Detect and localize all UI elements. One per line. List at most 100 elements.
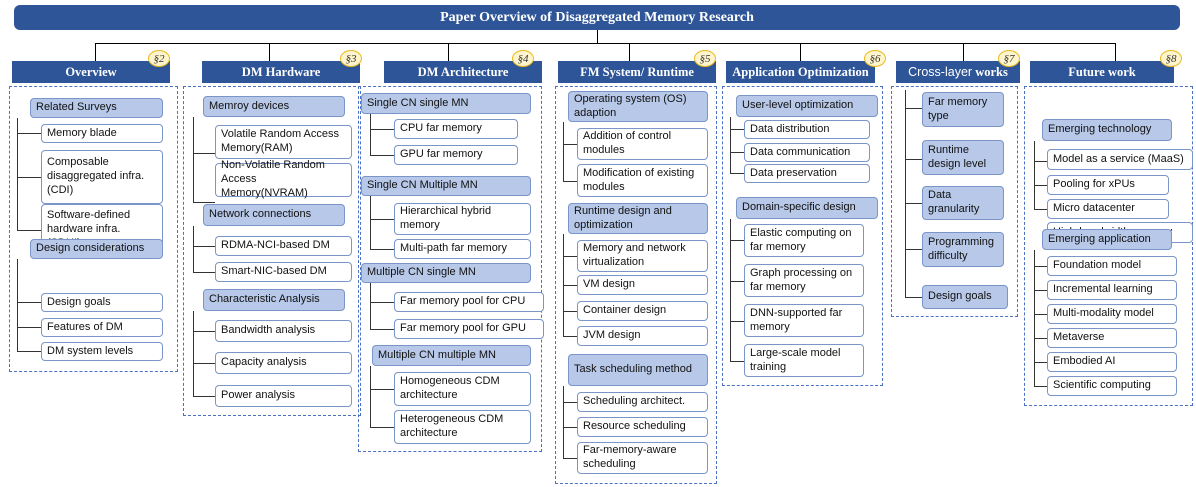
leaf-node: Large-scale model training <box>744 344 864 377</box>
category-node: Characteristic Analysis <box>203 289 345 311</box>
leaf-node: Composable disaggregated infra. (CDI) <box>41 150 163 204</box>
column-heading-future: Future work <box>1030 61 1174 83</box>
leaf-node: Model as a service (MaaS) <box>1047 149 1193 170</box>
category-node: Network connections <box>203 204 345 226</box>
section-badge-future: §8 <box>1160 50 1182 67</box>
category-node: Far memory type <box>922 92 1004 127</box>
category-node: Emerging technology <box>1042 119 1172 141</box>
connector <box>370 389 394 390</box>
connector <box>370 219 394 220</box>
connector <box>370 366 371 427</box>
column-heading-system: FM System/ Runtime <box>558 61 716 83</box>
connector <box>1034 338 1047 339</box>
connector <box>193 202 215 203</box>
leaf-node: Design goals <box>41 293 163 312</box>
panel-overview <box>9 86 178 372</box>
connector <box>730 219 731 361</box>
connector <box>730 361 744 362</box>
connector <box>370 196 371 249</box>
connector <box>193 311 194 396</box>
connector <box>17 302 41 303</box>
connector <box>193 396 215 397</box>
leaf-node: Micro datacenter <box>1047 199 1169 219</box>
leaf-node: Foundation model <box>1047 256 1177 276</box>
leaf-node: Modification of existing modules <box>577 164 708 197</box>
panel-crosslayer <box>891 86 1018 317</box>
branch-crosslayer <box>963 43 964 61</box>
leaf-node: Volatile Random Access Memory(RAM) <box>215 125 352 159</box>
section-badge-application: §6 <box>864 50 886 67</box>
connector <box>563 427 577 428</box>
leaf-node: Data communication <box>744 143 870 162</box>
root-connector <box>597 30 598 43</box>
connector <box>730 240 744 241</box>
category-node: Emerging application <box>1042 229 1172 250</box>
category-node: Single CN single MN <box>361 93 531 114</box>
section-badge-hardware: §3 <box>340 50 362 67</box>
leaf-node: Power analysis <box>215 385 352 407</box>
root-title: Paper Overview of Disaggregated Memory R… <box>14 5 1180 30</box>
connector <box>905 297 922 298</box>
section-badge-architecture: §4 <box>512 50 534 67</box>
leaf-node: Features of DM <box>41 318 163 337</box>
section-badge-system: §5 <box>694 50 716 67</box>
connector <box>17 327 41 328</box>
connector <box>193 331 215 332</box>
connector <box>1034 161 1047 162</box>
leaf-node: Bandwidth analysis <box>215 320 352 342</box>
panel-hardware <box>183 86 361 416</box>
leaf-node: DM system levels <box>41 342 163 361</box>
leaf-node: Scientific computing <box>1047 376 1177 396</box>
category-node: Runtime design and optimization <box>568 203 708 234</box>
leaf-node: Data preservation <box>744 164 870 183</box>
branch-application <box>800 43 801 61</box>
connector <box>563 402 577 403</box>
connector <box>563 122 564 181</box>
category-node: Data granularity <box>922 186 1004 220</box>
leaf-node: Memory and network virtualization <box>577 240 708 272</box>
connector <box>193 153 215 154</box>
leaf-node: Scheduling architect. <box>577 392 708 412</box>
column-heading-crosslayer: Cross-layer works <box>896 61 1020 83</box>
category-node: Programming difficulty <box>922 232 1004 267</box>
panel-future <box>1024 86 1193 406</box>
connector <box>193 363 215 364</box>
connector <box>905 90 906 297</box>
category-node: Operating system (OS) adaption <box>568 91 708 122</box>
branch-overview <box>95 43 96 61</box>
connector <box>905 249 922 250</box>
category-node: Multiple CN single MN <box>361 263 531 283</box>
connector <box>730 173 744 174</box>
connector <box>370 249 394 250</box>
category-node: Single CN Multiple MN <box>361 176 531 196</box>
connector <box>1034 185 1047 186</box>
connector <box>1034 266 1047 267</box>
connector <box>370 302 394 303</box>
connector <box>563 144 577 145</box>
category-node: Multiple CN multiple MN <box>372 345 531 366</box>
connector <box>1034 314 1047 315</box>
category-node: Design goals <box>922 285 1008 309</box>
connector <box>905 108 922 109</box>
leaf-node: Metaverse <box>1047 328 1177 348</box>
branch-future <box>1115 43 1116 61</box>
connector <box>905 159 922 160</box>
leaf-node: CPU far memory <box>394 119 518 139</box>
connector <box>1034 386 1047 387</box>
leaf-node: Far-memory-aware scheduling <box>577 442 708 474</box>
connector <box>370 129 394 130</box>
branch-architecture <box>448 43 449 61</box>
leaf-node: Container design <box>577 301 708 321</box>
connector <box>193 272 215 273</box>
category-node: Memroy devices <box>203 96 345 117</box>
leaf-node: VM design <box>577 275 708 295</box>
root-branch-line <box>95 43 1115 44</box>
connector <box>1034 141 1035 209</box>
category-node: Task scheduling method <box>568 354 708 386</box>
connector <box>370 114 371 155</box>
connector <box>193 226 194 272</box>
leaf-node: Homogeneous CDM architecture <box>394 372 531 406</box>
branch-hardware <box>269 43 270 61</box>
connector <box>730 152 744 153</box>
